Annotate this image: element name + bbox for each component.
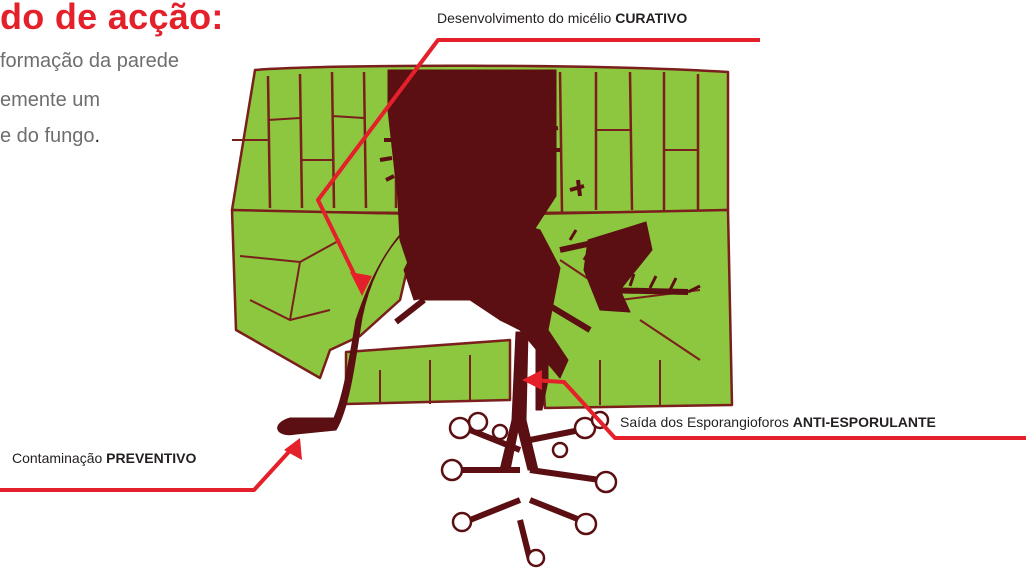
description-line-3: e do fungo. [0, 125, 100, 148]
label-preventive-prefix: Contaminação [12, 450, 107, 466]
sporangia-clusters [440, 410, 618, 568]
mycelium [277, 69, 701, 568]
arrow-heads [284, 272, 542, 460]
arrowhead-preventive [284, 438, 302, 460]
entry-hypha [277, 225, 409, 436]
mycelium-left-lobe [403, 237, 471, 301]
sporangia-tree [460, 427, 601, 561]
label-curative-prefix: Desenvolvimento do micélio [437, 10, 616, 26]
description-period: . [94, 125, 101, 147]
arrow-curative [316, 38, 760, 287]
label-anti-sporulant: Saída dos Esporangioforos ANTI-ESPORULAN… [620, 414, 936, 430]
label-preventive-bold: PREVENTIVO [106, 450, 197, 466]
red-pointer-arrow [0, 38, 1026, 492]
label-anti-sporulant-bold: ANTI-ESPORULANTE [792, 414, 936, 430]
arrow-preventive [0, 442, 298, 492]
arrow-anti-sporulant [529, 378, 1026, 440]
description-line-1: formação da parede [0, 50, 180, 72]
spongy-layer-middle [344, 338, 512, 406]
label-curative-bold: CURATIVO [615, 10, 688, 26]
section-heading: do de acção: [0, 0, 224, 37]
arrowhead-anti-sporulant [522, 370, 542, 390]
arrowhead-curative [350, 272, 372, 296]
description-line-2: emente um [0, 89, 101, 111]
label-anti-sporulant-prefix: Saída dos Esporangioforos [620, 414, 793, 430]
label-preventive: Contaminação PREVENTIVO [12, 450, 196, 466]
description-line-3-text: e do fungo [0, 125, 95, 147]
mycelium-lower-mass [499, 219, 569, 379]
label-curative: Desenvolvimento do micélio CURATIVO [437, 10, 687, 26]
